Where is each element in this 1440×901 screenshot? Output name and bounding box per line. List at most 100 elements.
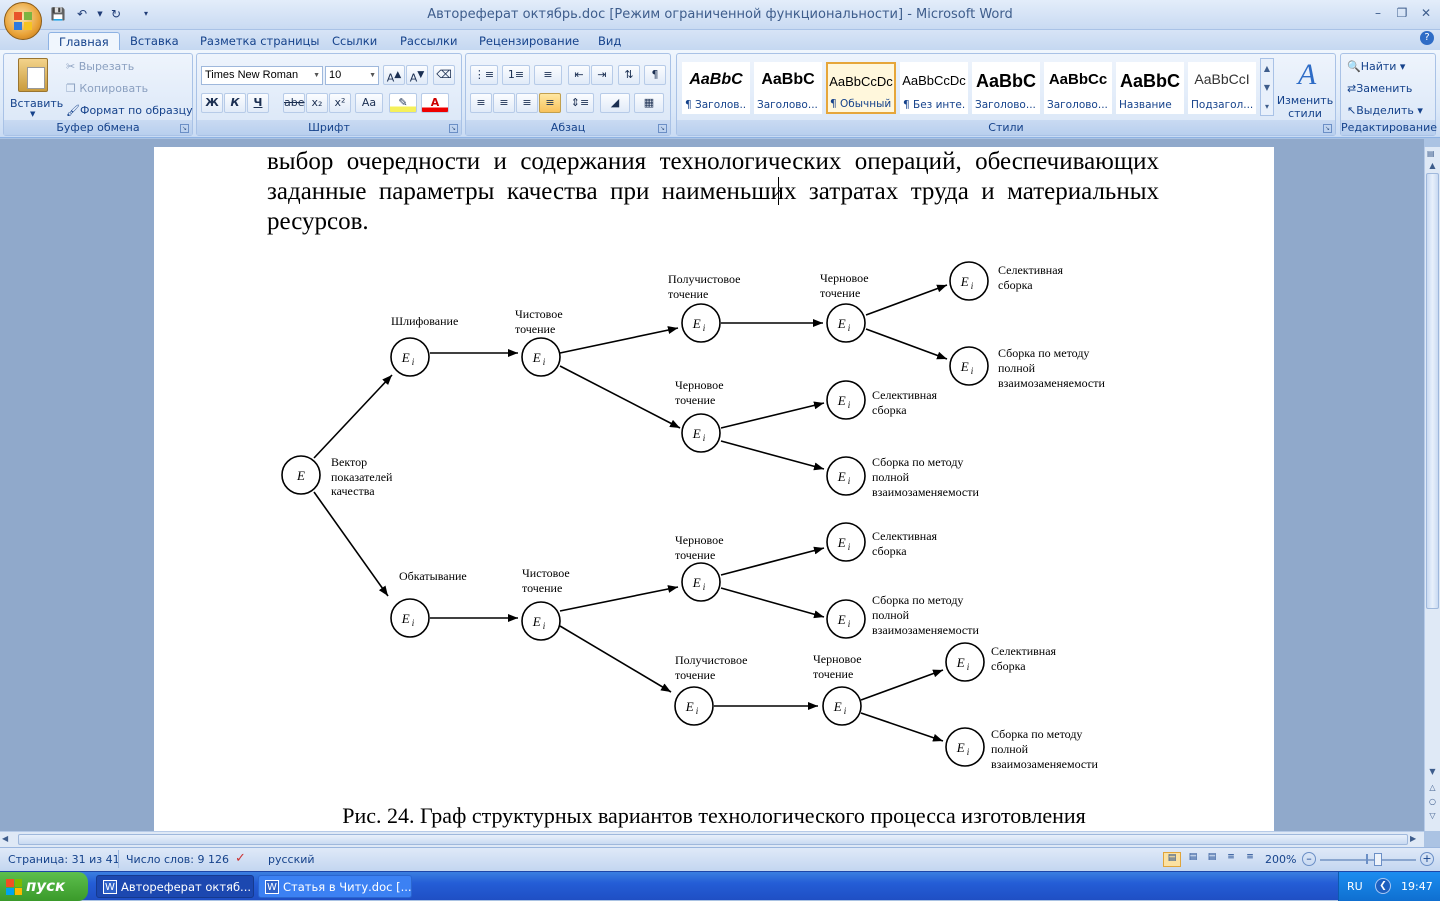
align-center-button[interactable]: ≡ <box>493 93 515 113</box>
zoom-slider-handle[interactable] <box>1374 853 1382 866</box>
style-heading1[interactable]: AaBbC¶ Заголов... <box>682 62 750 114</box>
grow-font-button[interactable]: A▲ <box>383 65 405 85</box>
zoom-level[interactable]: 200% <box>1265 853 1297 866</box>
clear-format-button[interactable]: ⌫ <box>433 65 455 85</box>
taskbar-item-word[interactable]: W Статья в Читу.doc [... <box>258 875 412 898</box>
paragraph-launcher-icon[interactable]: ↘ <box>658 124 667 133</box>
vertical-scroll-thumb[interactable] <box>1426 173 1439 609</box>
multilevel-list-button[interactable]: ≡ <box>534 65 562 85</box>
paste-dropdown-icon[interactable]: ▼ <box>30 110 36 118</box>
restore-button[interactable]: ❐ <box>1396 6 1408 20</box>
tab-insert[interactable]: Вставка <box>130 34 179 48</box>
style-no-spacing[interactable]: AaBbCcDc¶ Без инте... <box>900 62 968 114</box>
change-styles-icon[interactable]: A <box>1297 58 1317 91</box>
scroll-down-icon[interactable]: ▼ <box>1429 767 1436 776</box>
line-spacing-button[interactable]: ⇕≡ <box>566 93 594 113</box>
clipboard-launcher-icon[interactable]: ↘ <box>180 124 189 133</box>
align-left-button[interactable]: ≡ <box>470 93 492 113</box>
justify-button[interactable]: ≡ <box>539 93 561 113</box>
scroll-left-icon[interactable]: ◀ <box>2 834 9 843</box>
close-button[interactable]: ✕ <box>1420 6 1432 20</box>
select-button[interactable]: ↖Выделить ▾ <box>1347 104 1423 117</box>
superscript-button[interactable]: x² <box>329 93 351 113</box>
undo-icon[interactable]: ↶ <box>76 7 88 21</box>
previous-page-icon[interactable]: △ <box>1429 783 1436 792</box>
tab-review[interactable]: Рецензирование <box>479 34 580 48</box>
zoom-slider[interactable] <box>1320 859 1416 861</box>
help-icon[interactable]: ? <box>1420 31 1434 45</box>
shading-button[interactable]: ◢ <box>600 93 630 113</box>
paste-icon[interactable] <box>18 58 48 92</box>
vertical-scrollbar[interactable]: ▤ ▲ ▼ △ ○ ▽ <box>1424 147 1440 831</box>
italic-button[interactable]: К <box>224 93 246 113</box>
page-indicator[interactable]: Страница: 31 из 41 <box>8 853 120 866</box>
undo-dropdown-icon[interactable]: ▼ <box>97 10 103 18</box>
word-count[interactable]: Число слов: 9 126 <box>126 853 229 866</box>
language-bar[interactable]: RU <box>1347 880 1363 893</box>
tab-view[interactable]: Вид <box>598 34 622 48</box>
highlight-button[interactable]: ✎ <box>389 93 417 113</box>
document-page[interactable]: выбор очередности и содержания технологи… <box>154 147 1274 831</box>
show-marks-button[interactable]: ¶ <box>644 65 666 85</box>
ruler-toggle-icon[interactable]: ▤ <box>1427 149 1435 158</box>
strikethrough-button[interactable]: abe <box>283 93 305 113</box>
numbering-button[interactable]: 1≡ <box>502 65 530 85</box>
scroll-up-icon[interactable]: ▲ <box>1429 161 1436 170</box>
shrink-font-button[interactable]: A▼ <box>406 65 428 85</box>
change-case-button[interactable]: Aa <box>355 93 383 113</box>
font-size-select[interactable]: 10▼ <box>325 66 379 85</box>
customize-qat-icon[interactable]: ▾ <box>143 9 148 18</box>
cut-button[interactable]: ✂ Вырезать <box>66 57 134 77</box>
tab-home[interactable]: Главная <box>48 32 120 50</box>
decrease-indent-button[interactable]: ⇤ <box>568 65 590 85</box>
language-indicator[interactable]: русский <box>268 853 315 866</box>
next-page-icon[interactable]: ▽ <box>1429 811 1436 820</box>
sort-button[interactable]: ⇅ <box>618 65 640 85</box>
font-color-button[interactable]: A <box>421 93 449 113</box>
browse-object-icon[interactable]: ○ <box>1429 797 1436 806</box>
styles-launcher-icon[interactable]: ↘ <box>1323 124 1332 133</box>
horizontal-scrollbar[interactable]: ◀ ▶ <box>0 831 1424 847</box>
spelling-icon[interactable]: ✓ <box>235 851 246 866</box>
copy-button[interactable]: ❐ Копировать <box>66 79 148 99</box>
zoom-in-icon[interactable]: + <box>1420 852 1434 866</box>
print-layout-icon[interactable]: ▤ <box>1163 852 1181 867</box>
horizontal-scroll-thumb[interactable] <box>18 834 1408 845</box>
zoom-out-icon[interactable]: – <box>1302 852 1316 866</box>
subscript-button[interactable]: x₂ <box>306 93 328 113</box>
font-family-select[interactable]: Times New Roman▼ <box>201 66 323 85</box>
full-screen-reading-icon[interactable]: ▤ <box>1188 852 1198 862</box>
styles-scroll[interactable]: ▲▼▾ <box>1260 58 1274 116</box>
tray-expand-icon[interactable]: ❮ <box>1375 878 1391 894</box>
draft-icon[interactable]: ≡ <box>1246 852 1254 862</box>
align-right-button[interactable]: ≡ <box>516 93 538 113</box>
format-painter-button[interactable]: 🖌Формат по образцу <box>66 101 193 121</box>
increase-indent-button[interactable]: ⇥ <box>591 65 613 85</box>
tab-references[interactable]: Ссылки <box>332 34 378 48</box>
minimize-button[interactable]: – <box>1375 6 1381 20</box>
replace-button[interactable]: ⇄Заменить <box>1347 79 1412 99</box>
borders-button[interactable]: ▦ <box>634 93 664 113</box>
change-styles-button[interactable]: Изменить стили <box>1276 94 1334 120</box>
font-launcher-icon[interactable]: ↘ <box>449 124 458 133</box>
tab-mailings[interactable]: Рассылки <box>400 34 458 48</box>
body-paragraph[interactable]: выбор очередности и содержания технологи… <box>267 148 1159 235</box>
style-normal[interactable]: AaBbCcDc¶ Обычный <box>826 62 896 114</box>
start-button[interactable]: пуск <box>0 872 88 901</box>
paste-button[interactable]: Вставить <box>10 97 64 110</box>
bullets-button[interactable]: ⋮≡ <box>470 65 498 85</box>
scroll-right-icon[interactable]: ▶ <box>1410 834 1417 843</box>
office-button[interactable] <box>4 2 42 40</box>
redo-icon[interactable]: ↻ <box>110 7 122 21</box>
outline-icon[interactable]: ≡ <box>1227 852 1235 862</box>
bold-button[interactable]: Ж <box>201 93 223 113</box>
find-button[interactable]: 🔍Найти ▾ <box>1347 60 1406 73</box>
tab-page-layout[interactable]: Разметка страницы <box>200 34 320 48</box>
save-icon[interactable]: 💾 <box>50 7 66 21</box>
taskbar-item-word-active[interactable]: W Автореферат октяб... <box>96 875 254 898</box>
